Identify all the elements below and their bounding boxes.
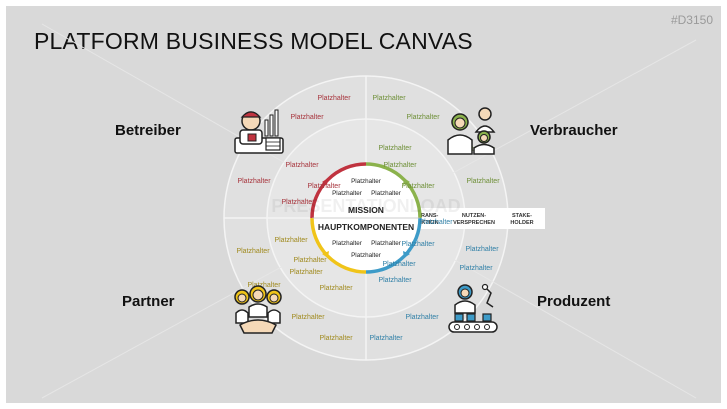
slide-code: #D3150: [670, 13, 713, 27]
placeholder-label: Platzhalter: [290, 114, 324, 121]
placeholder-label: Platzhalter: [247, 282, 281, 289]
band-transaction-2: AKTION: [417, 220, 438, 226]
band-stakeholder-1: STAKE-: [512, 213, 532, 219]
canvas-diagram: TRANS- AKTION NUTZEN- VERSPRECHEN STAKE-…: [41, 23, 697, 399]
placeholder-label: Platzhalter: [293, 257, 327, 264]
arrow-red: [322, 178, 328, 185]
placeholder-label: Platzhalter: [369, 335, 403, 342]
placeholder-label: Platzhalter: [237, 178, 271, 185]
placeholder-label: Platzhalter: [378, 277, 412, 284]
placeholder-label: Platzhalter: [459, 265, 493, 272]
value-band: [408, 208, 545, 229]
placeholder-label: Platzhalter: [307, 183, 341, 190]
placeholder-label: Platzhalter: [289, 269, 323, 276]
center-placeholder: Platzhalter: [332, 190, 362, 197]
placeholder-label: Platzhalter: [236, 248, 270, 255]
band-transaction-1: TRANS-: [418, 213, 439, 219]
placeholder-label: Platzhalter: [378, 145, 412, 152]
placeholder-label: Platzhalter: [319, 335, 353, 342]
placeholder-label: Platzhalter: [274, 237, 308, 244]
placeholder-label: Platzhalter: [285, 162, 319, 169]
placeholder-label: Platzhalter: [466, 178, 500, 185]
arc-red: [310, 162, 367, 219]
arrow-blue: [403, 251, 410, 258]
role-produzent: Produzent: [537, 293, 611, 310]
placeholder-label: Platzhalter: [291, 314, 325, 321]
operator-icon: [234, 109, 284, 154]
placeholder-label: Platzhalter: [372, 95, 406, 102]
role-partner: Partner: [122, 293, 175, 310]
consumers-icon: [447, 107, 496, 155]
placeholder-label: Platzhalter: [405, 314, 439, 321]
components-label: HAUPTKOMPONENTEN: [318, 222, 414, 232]
arrow-green: [403, 178, 410, 185]
middle-ring-placeholders: PlatzhalterPlatzhalterPlatzhalterPlatzha…: [274, 145, 453, 292]
center-placeholder: Platzhalter: [371, 190, 401, 197]
producer-icon: [448, 283, 498, 333]
role-betreiber: Betreiber: [115, 122, 181, 139]
arrow-yellow: [322, 251, 329, 258]
placeholder-label: Platzhalter: [406, 114, 440, 121]
placeholder-label: Platzhalter: [465, 246, 499, 253]
role-verbraucher: Verbraucher: [530, 122, 618, 139]
band-stakeholder-2: HOLDER: [510, 220, 533, 226]
band-value-1: NUTZEN-: [462, 213, 486, 219]
placeholder-label: Platzhalter: [401, 183, 435, 190]
center-placeholder: Platzhalter: [371, 240, 401, 247]
placeholder-label: Platzhalter: [382, 261, 416, 268]
slide: PLATFORM BUSINESS MODEL CANVAS #D3150 TR…: [6, 6, 721, 403]
center-placeholder: Platzhalter: [351, 252, 381, 259]
partners-icon: [234, 285, 282, 334]
center-placeholder: Platzhalter: [332, 240, 362, 247]
placeholder-label: Platzhalter: [317, 95, 351, 102]
watermark: PRESENTATIONLOAD: [271, 196, 460, 216]
placeholder-label: Platzhalter: [383, 162, 417, 169]
mission-label: MISSION: [348, 205, 384, 215]
placeholder-label: Platzhalter: [319, 285, 353, 292]
slide-title: PLATFORM BUSINESS MODEL CANVAS: [34, 28, 473, 54]
band-value-2: VERSPRECHEN: [453, 220, 495, 226]
placeholder-label: Platzhalter: [401, 241, 435, 248]
center-placeholder: Platzhalter: [351, 178, 381, 185]
placeholder-label: Platzhalter: [419, 219, 453, 226]
placeholder-label: Platzhalter: [281, 199, 315, 206]
